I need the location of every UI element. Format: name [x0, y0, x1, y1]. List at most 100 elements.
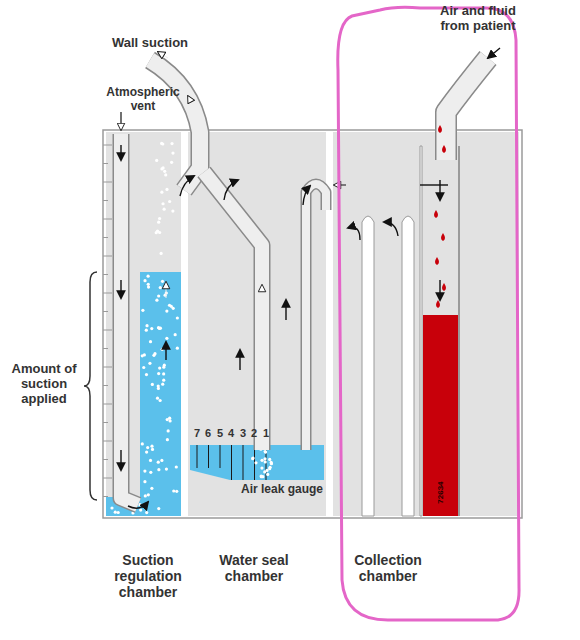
gauge-line — [220, 445, 221, 468]
bubble — [264, 450, 267, 453]
bubble — [144, 494, 147, 497]
ruler-tick — [103, 330, 112, 331]
blood-drop — [435, 257, 439, 265]
bubble — [157, 372, 160, 375]
bubble — [162, 372, 165, 375]
ruler-tick — [103, 274, 108, 275]
ruler-ticks — [103, 145, 112, 497]
bubble — [157, 507, 160, 510]
bubble — [150, 327, 153, 330]
bubble — [163, 170, 166, 173]
bubble — [151, 448, 154, 451]
ruler-tick — [103, 200, 108, 201]
bubble — [151, 383, 154, 386]
bubble — [165, 309, 168, 312]
ruler-tick — [103, 385, 108, 386]
bubble — [170, 161, 173, 164]
bubble — [141, 309, 144, 312]
gauge-number: 3 — [237, 427, 249, 440]
bubble — [161, 142, 164, 145]
bubble — [161, 348, 164, 351]
blood-drop — [442, 145, 446, 153]
bubble — [174, 333, 177, 336]
ruler-tick — [103, 478, 112, 479]
ruler-tick — [103, 219, 112, 220]
highlight-outline — [338, 7, 519, 620]
ruler-tick — [103, 441, 112, 442]
bubble — [110, 506, 113, 509]
bubble — [157, 294, 160, 297]
chamber-label: Suction regulation chamber — [96, 552, 200, 600]
bubble — [172, 489, 175, 492]
bubble — [175, 490, 178, 493]
watermark: 72634 — [436, 470, 445, 516]
bubble — [145, 373, 148, 376]
bubble — [143, 480, 146, 483]
gauge-line — [208, 445, 209, 468]
bubble — [171, 152, 174, 155]
bubble — [264, 450, 267, 453]
gauge-number: 4 — [225, 427, 237, 440]
bubble — [260, 466, 263, 469]
collected-fluid — [423, 315, 459, 516]
ruler-tick — [103, 422, 108, 423]
bubble — [167, 429, 170, 432]
bubble — [157, 326, 160, 329]
bubble — [168, 200, 171, 203]
bubble — [270, 461, 273, 464]
bubble — [158, 366, 161, 369]
drain-housing — [103, 130, 522, 518]
bubble — [157, 468, 160, 471]
ruler-tick — [103, 459, 108, 460]
blood-drop — [436, 300, 440, 308]
bubble — [156, 397, 159, 400]
ruler-tick — [103, 163, 108, 164]
suction-chamber — [106, 132, 181, 516]
bubble — [158, 327, 161, 330]
ruler-tick — [103, 496, 108, 497]
blood-drop — [434, 210, 438, 218]
bubble — [149, 459, 152, 462]
bubble — [268, 467, 271, 470]
divider-wall — [402, 216, 414, 516]
gauge-number: 5 — [214, 427, 226, 440]
gauge-line — [197, 445, 198, 468]
bubble — [157, 461, 160, 464]
gauge-line — [243, 445, 244, 480]
bubble — [260, 474, 263, 477]
bubble — [260, 475, 263, 478]
collection-chamber — [333, 132, 519, 516]
bubble — [149, 340, 152, 343]
bubble — [170, 142, 173, 145]
bubble — [264, 460, 267, 463]
bubble — [160, 459, 163, 462]
bubble — [263, 457, 266, 460]
gauge-number: 1 — [260, 427, 272, 440]
bubble — [161, 280, 164, 283]
bubble — [146, 275, 149, 278]
suction-water — [140, 272, 181, 500]
bubble — [254, 461, 257, 464]
tube-label: Air and fluid from patient — [428, 4, 528, 34]
bubble — [150, 487, 153, 490]
bubble — [166, 438, 169, 441]
bubble — [143, 279, 146, 282]
bubble — [163, 208, 166, 211]
bubble — [143, 470, 146, 473]
bubble — [176, 347, 179, 350]
bubble — [149, 471, 152, 474]
blood-drop — [441, 233, 445, 241]
ruler-tick — [103, 348, 108, 349]
scale-label: Amount of suction applied — [4, 362, 84, 407]
bubble — [160, 191, 163, 194]
bubble — [162, 379, 165, 382]
bubble — [156, 229, 159, 232]
bubble — [138, 503, 141, 506]
bubble — [147, 493, 150, 496]
bracket — [84, 272, 97, 500]
ruler-tick — [103, 293, 112, 294]
bubbles — [110, 142, 273, 515]
bubble — [175, 465, 178, 468]
water-seal-chamber — [188, 132, 326, 516]
ruler-tick — [103, 237, 108, 238]
